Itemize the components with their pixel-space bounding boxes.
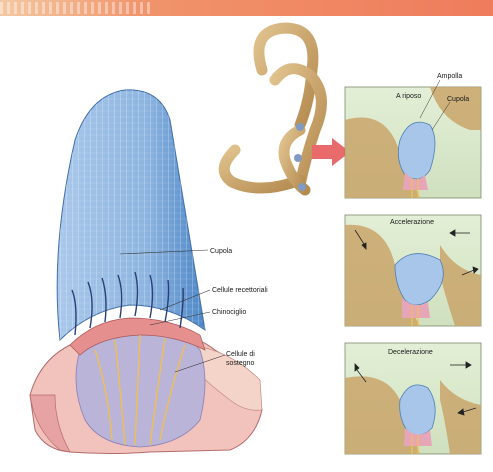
label-cupola: Cupola [210, 248, 232, 255]
tissue-cells-right [189, 344, 263, 411]
connective-core [75, 329, 206, 448]
label-cellule-di: Cellule di [226, 351, 255, 358]
panel-a-riposo: A riposo Ampolla Cupola [344, 73, 482, 199]
panel1-title: A riposo [396, 93, 421, 100]
panel2-arrows [354, 229, 479, 276]
label-chinociglio: Chinociglio [212, 309, 246, 316]
header-pattern [0, 2, 150, 14]
cupola-texture [57, 89, 206, 340]
tissue-cells-left [29, 394, 71, 453]
semicircular-canals [218, 22, 327, 196]
hair-bundles [71, 271, 184, 336]
label-sostegno: sostegno [226, 360, 255, 367]
nerve-fibers [94, 334, 186, 446]
leader-lines [119, 249, 226, 373]
panel-accelerazione: Accelerazione [344, 214, 482, 327]
panel-decelerazione: Decelerazione [344, 342, 482, 455]
panel3-title: Decelerazione [388, 349, 433, 356]
pointer-arrow-icon [312, 138, 350, 166]
ampullae-dots [294, 123, 306, 191]
label-cellule-recettoriali: Cellule recettoriali [212, 287, 268, 294]
panel1-label-cupola: Cupola [447, 96, 469, 103]
panel1-label-ampolla: Ampolla [437, 73, 462, 80]
crista-ampullaris-illustration: Cupola Cellule recettoriali Chinociglio … [29, 89, 268, 454]
header-bar [0, 0, 493, 16]
receptor-cell-layer [69, 317, 206, 356]
panel3-arrows [354, 361, 477, 416]
panel2-title: Accelerazione [390, 219, 434, 226]
